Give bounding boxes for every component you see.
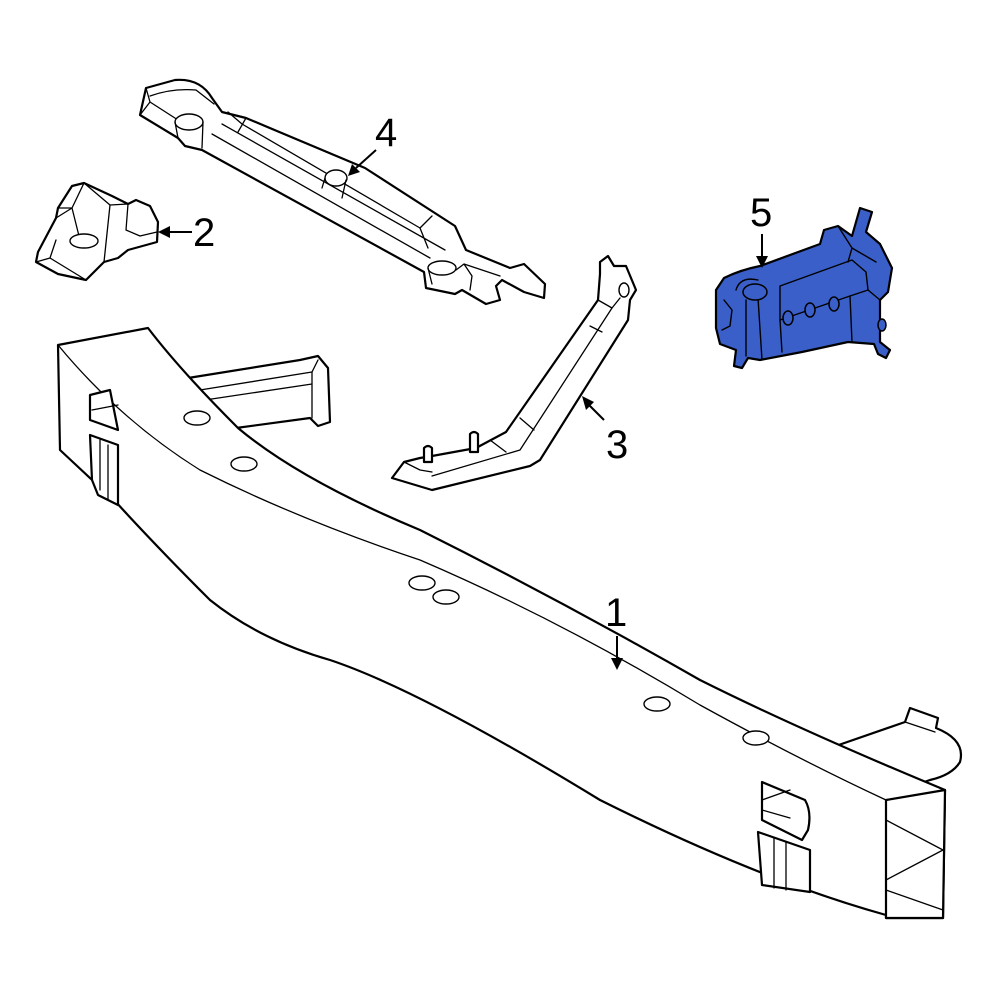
callout-4-label: 4 <box>375 111 397 155</box>
part-5-mounting-bracket-highlighted[interactable] <box>714 206 894 370</box>
part-1-reinforcement-beam[interactable] <box>56 326 963 920</box>
part-4-absorber-bar[interactable] <box>138 78 547 306</box>
part-3-side-bracket[interactable] <box>390 254 638 492</box>
callout-3: 3 <box>582 396 628 467</box>
callout-3-label: 3 <box>606 423 628 467</box>
callout-2: 2 <box>158 211 215 255</box>
callout-4: 4 <box>348 111 397 176</box>
callout-5-label: 5 <box>750 191 772 235</box>
callout-1: 1 <box>605 591 627 670</box>
callout-5: 5 <box>750 191 772 268</box>
callout-2-label: 2 <box>193 211 215 255</box>
part-2-absorber-block[interactable] <box>34 181 160 282</box>
callout-1-label: 1 <box>605 591 627 635</box>
